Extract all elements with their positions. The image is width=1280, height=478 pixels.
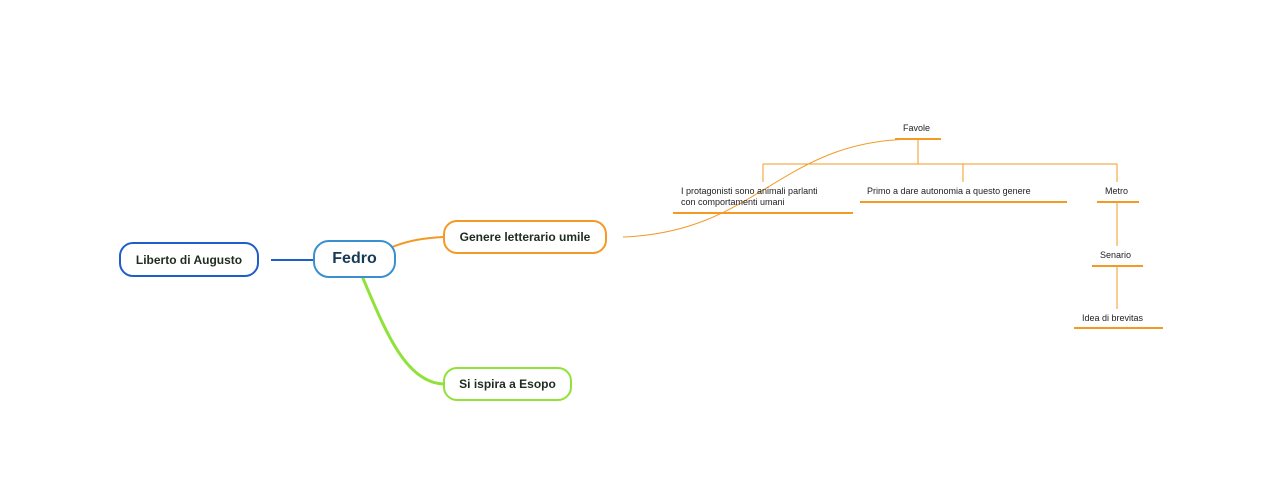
- subtopic-idea-di-brevitas[interactable]: Idea di brevitas: [1082, 313, 1144, 323]
- subtopic-metro[interactable]: Metro: [1105, 186, 1129, 196]
- node-genere-letterario[interactable]: Genere letterario umile: [443, 220, 607, 254]
- node-fedro-label: Fedro: [332, 250, 377, 267]
- node-genere-label: Genere letterario umile: [459, 230, 591, 244]
- node-fedro-central-topic[interactable]: Fedro: [313, 240, 396, 278]
- node-si-ispira-a-esopo[interactable]: Si ispira a Esopo: [443, 367, 572, 401]
- connector-genere: [391, 236, 444, 248]
- connector-favole: [622, 138, 919, 238]
- subtopic-favole[interactable]: Favole: [903, 123, 931, 133]
- connector-esopo: [360, 275, 444, 386]
- node-liberto-di-augusto[interactable]: Liberto di Augusto: [119, 242, 259, 277]
- node-esopo-label: Si ispira a Esopo: [459, 377, 556, 391]
- subtopic-senario[interactable]: Senario: [1100, 250, 1132, 260]
- subtopic-protagonisti[interactable]: I protagonisti sono animali parlanti con…: [681, 186, 818, 207]
- node-liberto-label: Liberto di Augusto: [135, 252, 243, 267]
- subtopic-primo-autonomia[interactable]: Primo a dare autonomia a questo genere: [867, 186, 1031, 196]
